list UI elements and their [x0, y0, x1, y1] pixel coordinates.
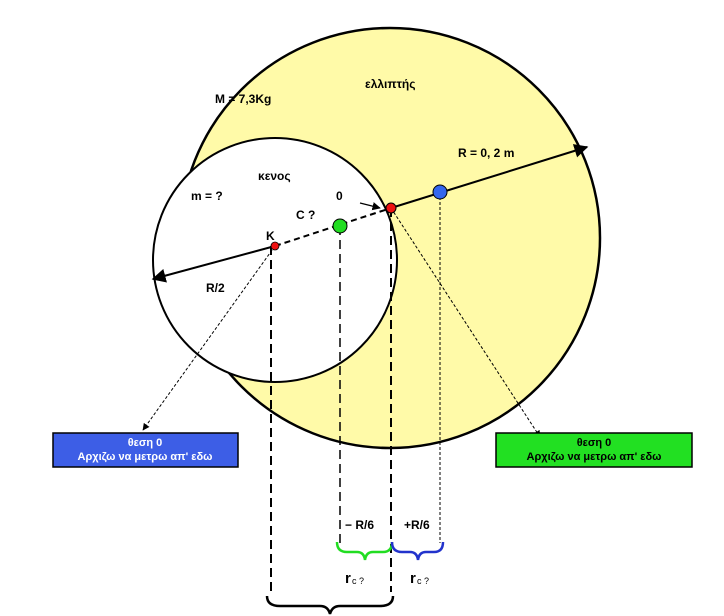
black-brace: [265, 595, 395, 615]
hole-disk: [152, 137, 398, 383]
point-c-label: C ?: [296, 208, 315, 222]
outer-mass-label: M = 7,3Kg: [215, 92, 271, 106]
plus-r6-label: +R/6: [404, 518, 430, 532]
blue-brace: [390, 541, 445, 561]
point-o-label: 0: [336, 189, 343, 203]
point-c-green: [332, 218, 348, 234]
pointer-to-left-box: [142, 245, 276, 431]
hole-radius-label: R/2: [206, 281, 225, 295]
right-box-line2: Αρχιζω να μετρω απ' εδω: [527, 451, 662, 463]
point-k: [270, 241, 280, 251]
left-origin-box: θεση 0 Αρχιζω να μετρω απ' εδω: [52, 432, 239, 468]
right-box-line1: θεση 0: [577, 437, 612, 449]
right-origin-box: θεση 0 Αρχιζω να μετρω απ' εδω: [495, 432, 693, 468]
hole-radius-line: [151, 245, 276, 283]
pointer-to-right-box: [390, 207, 541, 438]
left-box-line2: Αρχιζω να μετρω απ' εδω: [78, 451, 213, 463]
hole-mass-label: m = ?: [191, 189, 223, 203]
hole-name-label: κενος: [258, 169, 291, 183]
point-k-label: K: [266, 229, 275, 243]
rc-left-main: r: [345, 570, 351, 587]
green-brace: [335, 541, 394, 561]
o-small-arrow: [359, 202, 381, 211]
point-o-red: [385, 202, 397, 214]
rc-right-sub: c ?: [417, 576, 429, 586]
outer-radius-line: [390, 144, 589, 209]
minus-r6-label: − R/6: [345, 518, 374, 532]
outer-radius-label: R = 0, 2 m: [458, 146, 514, 160]
rc-left-sub: c ?: [352, 576, 364, 586]
point-blue: [432, 184, 448, 200]
left-box-line1: θεση 0: [128, 437, 163, 449]
outer-name-label: ελλιπτής: [365, 77, 416, 91]
rc-right-main: r: [410, 570, 416, 587]
